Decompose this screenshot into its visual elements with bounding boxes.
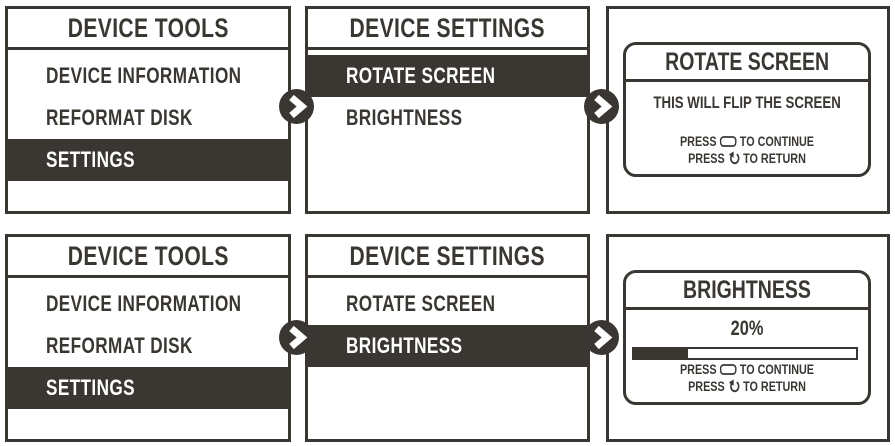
screen-brightness-adjust: BRIGHTNESS 20% PRESS TO CONTINUE PRESS — [606, 234, 890, 442]
brightness-dialog: BRIGHTNESS 20% PRESS TO CONTINUE PRESS — [623, 270, 871, 405]
button-hints: PRESS TO CONTINUE PRESS TO RETURN — [626, 133, 868, 167]
screen-title-text: DEVICE SETTINGS — [349, 240, 546, 271]
brightness-progress-bar[interactable] — [632, 347, 858, 360]
return-arrow-icon — [728, 151, 740, 165]
button-hints: PRESS TO CONTINUE PRESS TO RETURN — [626, 361, 868, 395]
press-continue-hint: PRESS TO CONTINUE — [679, 362, 815, 377]
screen-title-text: DEVICE TOOLS — [67, 240, 229, 271]
menu-item-device-information[interactable]: DEVICE INFORMATION — [46, 63, 242, 88]
menu-item-device-information[interactable]: DEVICE INFORMATION — [46, 291, 242, 316]
menu-item-brightness[interactable]: BRIGHTNESS — [308, 325, 587, 367]
menu-item-reformat-disk[interactable]: REFORMAT DISK — [46, 105, 193, 130]
press-return-hint: PRESS TO RETURN — [688, 379, 806, 394]
menu-item-reformat-disk[interactable]: REFORMAT DISK — [46, 333, 193, 358]
flow-arrow-icon — [278, 88, 315, 125]
return-arrow-icon — [728, 379, 740, 393]
menu-list: ROTATE SCREEN BRIGHTNESS — [308, 278, 587, 367]
ok-button-icon — [719, 136, 737, 147]
screen-device-settings-2: DEVICE SETTINGS ROTATE SCREEN BRIGHTNESS — [305, 234, 590, 442]
menu-item-brightness[interactable]: BRIGHTNESS — [346, 105, 463, 130]
screen-title-text: DEVICE TOOLS — [67, 12, 229, 43]
screen-device-settings-1: DEVICE SETTINGS ROTATE SCREEN BRIGHTNESS — [305, 6, 590, 214]
flow-arrow-icon — [583, 88, 620, 125]
brightness-value: 20% — [730, 317, 764, 340]
menu-item-settings[interactable]: SETTINGS — [8, 139, 288, 181]
flow-arrow-icon — [278, 319, 315, 356]
press-return-hint: PRESS TO RETURN — [688, 151, 806, 166]
dialog-message: THIS WILL FLIP THE SCREEN — [653, 93, 841, 112]
dialog-title: BRIGHTNESS — [626, 273, 868, 310]
brightness-progress-fill — [632, 347, 688, 360]
screen-device-tools-1: DEVICE TOOLS DEVICE INFORMATION REFORMAT… — [5, 6, 291, 214]
menu-list: ROTATE SCREEN BRIGHTNESS — [308, 50, 587, 139]
screen-title: DEVICE SETTINGS — [308, 9, 587, 50]
menu-item-rotate-screen[interactable]: ROTATE SCREEN — [308, 55, 587, 97]
menu-list: DEVICE INFORMATION REFORMAT DISK SETTING… — [8, 50, 288, 181]
screen-title-text: DEVICE SETTINGS — [349, 12, 546, 43]
rotate-screen-dialog: ROTATE SCREEN THIS WILL FLIP THE SCREEN … — [623, 42, 871, 177]
flow-arrow-icon — [583, 319, 620, 356]
screen-title: DEVICE TOOLS — [8, 237, 288, 278]
screen-title: DEVICE TOOLS — [8, 9, 288, 50]
menu-item-settings[interactable]: SETTINGS — [8, 367, 288, 409]
menu-list: DEVICE INFORMATION REFORMAT DISK SETTING… — [8, 278, 288, 409]
ok-button-icon — [719, 364, 737, 375]
menu-item-rotate-screen[interactable]: ROTATE SCREEN — [346, 291, 496, 316]
dialog-title: ROTATE SCREEN — [626, 45, 868, 82]
screen-rotate-confirm: ROTATE SCREEN THIS WILL FLIP THE SCREEN … — [606, 6, 890, 214]
press-continue-hint: PRESS TO CONTINUE — [679, 134, 815, 149]
screen-title: DEVICE SETTINGS — [308, 237, 587, 278]
screen-device-tools-2: DEVICE TOOLS DEVICE INFORMATION REFORMAT… — [5, 234, 291, 442]
